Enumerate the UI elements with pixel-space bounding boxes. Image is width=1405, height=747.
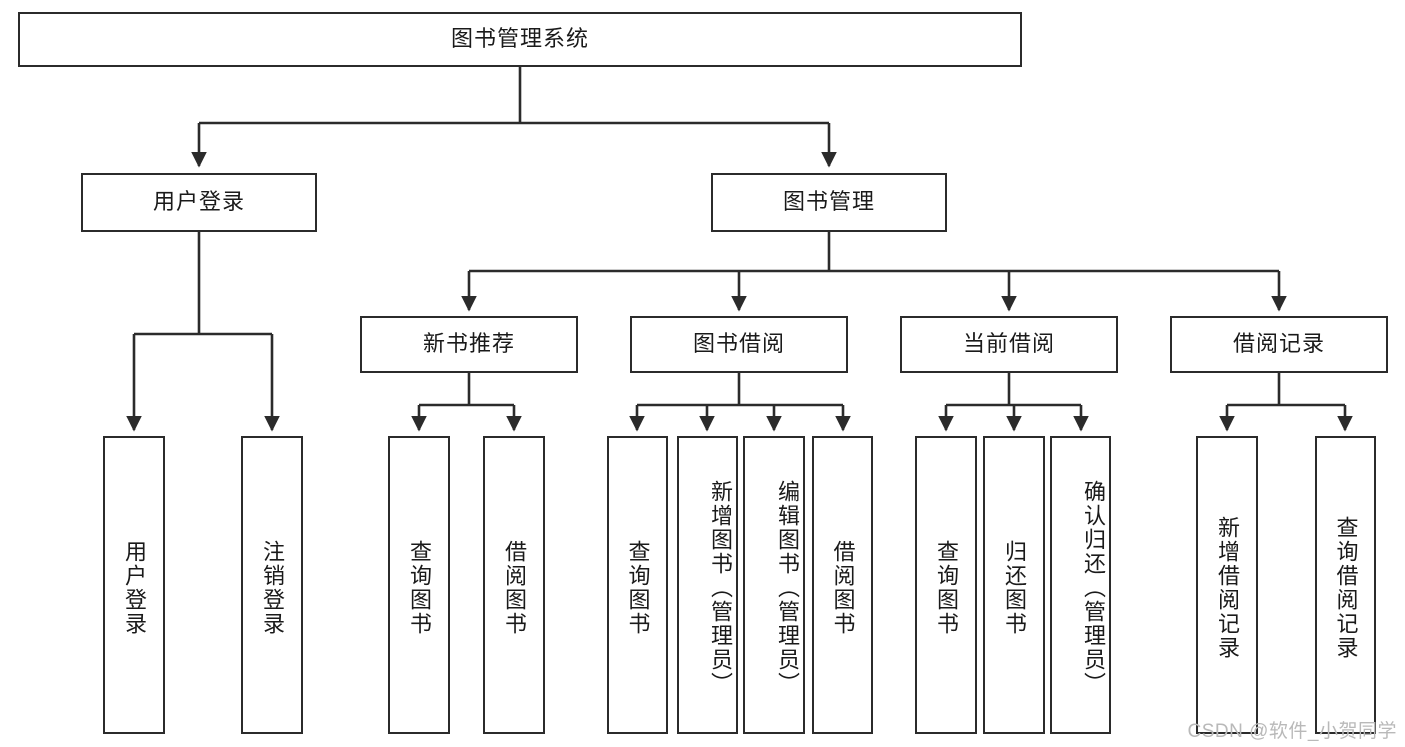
node-leaf-query-book-3-label: 查询图书 bbox=[934, 540, 959, 636]
node-new-book-rec-label: 新书推荐 bbox=[422, 331, 515, 357]
node-leaf-return-book-label: 归还图书 bbox=[1002, 540, 1027, 636]
node-book-manage-label: 图书管理 bbox=[782, 189, 875, 215]
node-leaf-edit-book[interactable]: 编辑图书（管理员） bbox=[743, 436, 805, 734]
node-leaf-confirm-return-label: 确认归还（管理员） bbox=[1081, 480, 1106, 696]
node-borrow-record[interactable]: 借阅记录 bbox=[1170, 316, 1388, 373]
node-leaf-query-book-2-label: 查询图书 bbox=[625, 540, 651, 636]
node-root-label: 图书管理系统 bbox=[450, 26, 589, 52]
node-leaf-borrow-book-1[interactable]: 借阅图书 bbox=[483, 436, 545, 734]
node-leaf-borrow-book-1-label: 借阅图书 bbox=[502, 540, 527, 636]
node-leaf-user-login-label: 用户登录 bbox=[122, 540, 147, 636]
node-book-borrow-label: 图书借阅 bbox=[692, 331, 785, 357]
node-borrow-record-label: 借阅记录 bbox=[1232, 331, 1325, 357]
node-leaf-add-record-label: 新增借阅记录 bbox=[1215, 516, 1240, 660]
node-leaf-query-book-3[interactable]: 查询图书 bbox=[915, 436, 977, 734]
node-leaf-borrow-book-2[interactable]: 借阅图书 bbox=[812, 436, 873, 734]
node-root[interactable]: 图书管理系统 bbox=[18, 12, 1022, 67]
node-book-borrow[interactable]: 图书借阅 bbox=[630, 316, 848, 373]
node-leaf-query-book-1[interactable]: 查询图书 bbox=[388, 436, 450, 734]
node-book-manage[interactable]: 图书管理 bbox=[711, 173, 947, 232]
node-leaf-return-book[interactable]: 归还图书 bbox=[983, 436, 1045, 734]
csdn-watermark: CSDN @软件_小贺同学 bbox=[1187, 721, 1397, 742]
node-leaf-query-record-label: 查询借阅记录 bbox=[1333, 516, 1359, 660]
node-leaf-query-book-2[interactable]: 查询图书 bbox=[607, 436, 668, 734]
node-leaf-user-logout[interactable]: 注销登录 bbox=[241, 436, 303, 734]
node-current-borrow-label: 当前借阅 bbox=[962, 331, 1055, 357]
node-leaf-add-book[interactable]: 新增图书（管理员） bbox=[677, 436, 738, 734]
node-leaf-borrow-book-2-label: 借阅图书 bbox=[830, 540, 856, 636]
node-leaf-add-book-label: 新增图书（管理员） bbox=[708, 480, 733, 696]
node-user-login-label: 用户登录 bbox=[152, 189, 245, 215]
node-leaf-confirm-return[interactable]: 确认归还（管理员） bbox=[1050, 436, 1111, 734]
node-leaf-query-record[interactable]: 查询借阅记录 bbox=[1315, 436, 1376, 734]
node-leaf-add-record[interactable]: 新增借阅记录 bbox=[1196, 436, 1258, 734]
node-new-book-rec[interactable]: 新书推荐 bbox=[360, 316, 578, 373]
node-leaf-user-logout-label: 注销登录 bbox=[260, 540, 285, 636]
node-leaf-query-book-1-label: 查询图书 bbox=[407, 540, 432, 636]
node-leaf-edit-book-label: 编辑图书（管理员） bbox=[775, 480, 800, 696]
node-leaf-user-login[interactable]: 用户登录 bbox=[103, 436, 165, 734]
node-current-borrow[interactable]: 当前借阅 bbox=[900, 316, 1118, 373]
node-user-login[interactable]: 用户登录 bbox=[81, 173, 317, 232]
